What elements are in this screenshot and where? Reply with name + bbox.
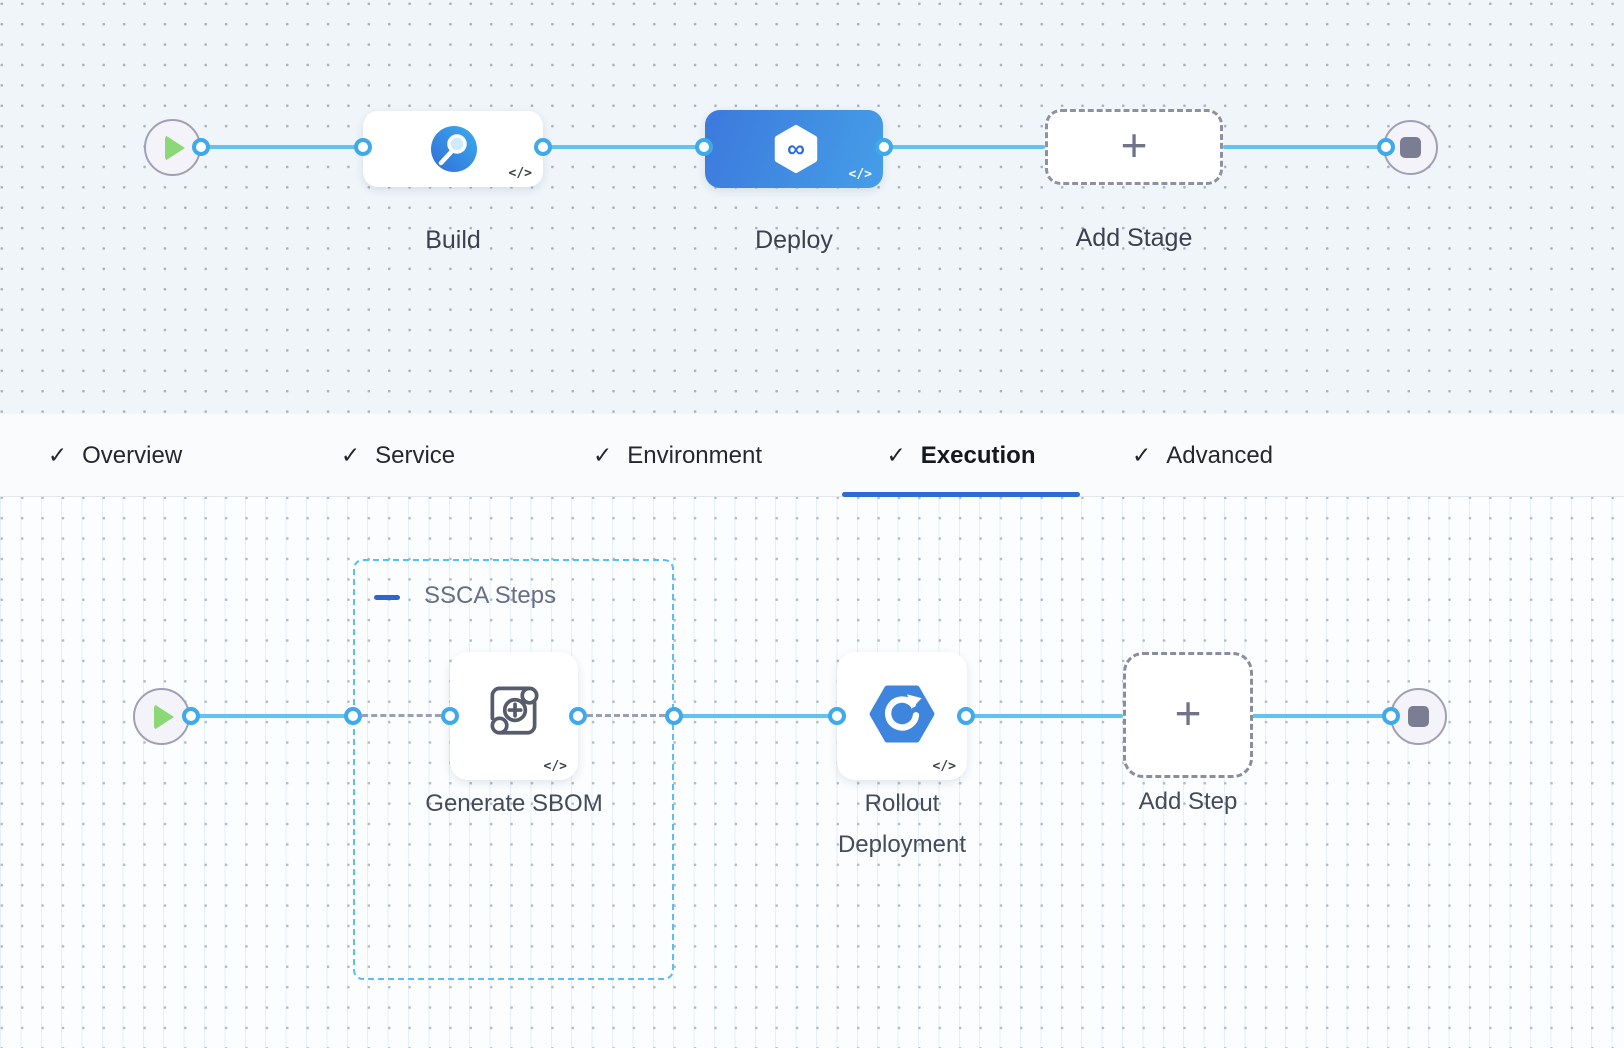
step-label-rollout-deployment: Rollout Deployment xyxy=(837,790,967,858)
plus-icon: + xyxy=(1120,119,1148,171)
connector-line xyxy=(966,714,1123,718)
stage-node-build[interactable]: </> xyxy=(363,111,543,187)
group-label: SSCA Steps xyxy=(424,582,557,609)
code-icon: </> xyxy=(543,759,567,774)
stage-label-deploy: Deploy xyxy=(755,226,833,254)
step-node-generate-sbom[interactable]: </> xyxy=(450,652,578,780)
connector-line xyxy=(543,145,703,149)
cd-deploy-icon: ∞ xyxy=(772,125,820,178)
tab-service[interactable]: ✓ Service xyxy=(313,414,483,497)
check-icon: ✓ xyxy=(886,442,906,468)
play-icon xyxy=(154,703,174,730)
connector-port[interactable] xyxy=(695,138,713,156)
connector-line xyxy=(1252,714,1391,718)
stop-icon xyxy=(1408,706,1429,727)
connector-port[interactable] xyxy=(354,138,372,156)
stage-config-tabbar: ✓ Overview ✓ Service ✓ Environment ✓ Exe… xyxy=(0,414,1624,497)
tab-execution[interactable]: ✓ Execution xyxy=(842,414,1080,497)
add-step-button[interactable]: + xyxy=(1123,652,1253,778)
code-icon: </> xyxy=(848,167,872,182)
step-group-ssca: SSCA Steps xyxy=(353,559,674,980)
stage-pipeline-canvas: </> ∞ </> + Build Deploy Add Stage xyxy=(0,0,1624,414)
execution-steps-canvas: SSCA Steps </> xyxy=(0,497,1624,1048)
tab-environment[interactable]: ✓ Environment xyxy=(570,414,785,497)
connector-port[interactable] xyxy=(182,707,200,725)
tab-advanced[interactable]: ✓ Advanced xyxy=(1100,414,1305,497)
tab-overview[interactable]: ✓ Overview xyxy=(20,414,210,497)
tab-label: Advanced xyxy=(1166,441,1274,469)
connector-port[interactable] xyxy=(344,707,362,725)
connector-line xyxy=(884,145,1045,149)
tab-label: Execution xyxy=(920,441,1036,469)
code-icon: </> xyxy=(932,759,956,774)
connector-port[interactable] xyxy=(569,707,587,725)
connector-line-dashed xyxy=(353,714,450,717)
connector-line xyxy=(201,145,363,149)
connector-port[interactable] xyxy=(875,138,893,156)
step-node-rollout-deployment[interactable]: </> xyxy=(837,652,967,780)
play-icon xyxy=(165,134,185,161)
connector-line-dashed xyxy=(578,714,674,717)
connector-port[interactable] xyxy=(957,707,975,725)
check-icon: ✓ xyxy=(340,442,361,468)
stop-icon xyxy=(1400,137,1421,158)
tab-label: Service xyxy=(375,441,456,469)
sbom-scroll-icon xyxy=(481,675,547,746)
rollout-icon xyxy=(869,681,935,752)
check-icon: ✓ xyxy=(47,442,68,468)
connector-line xyxy=(191,714,353,718)
pipeline-end-node xyxy=(1383,120,1438,175)
add-stage-button[interactable]: + xyxy=(1045,109,1223,185)
connector-port[interactable] xyxy=(665,707,683,725)
infinity-glyph: ∞ xyxy=(787,135,805,163)
plus-icon: + xyxy=(1174,687,1202,739)
active-tab-underline xyxy=(842,492,1080,497)
connector-line xyxy=(1223,145,1386,149)
tab-label: Environment xyxy=(627,441,762,469)
step-label-generate-sbom: Generate SBOM xyxy=(425,790,603,817)
tab-label: Overview xyxy=(82,441,183,469)
connector-port[interactable] xyxy=(1377,138,1395,156)
check-icon: ✓ xyxy=(1131,442,1152,468)
ci-build-icon xyxy=(429,124,479,179)
stage-label-add-stage: Add Stage xyxy=(1075,224,1193,252)
execution-start-node xyxy=(133,688,190,745)
check-icon: ✓ xyxy=(592,442,613,468)
step-label-add-step: Add Step xyxy=(1138,788,1238,815)
connector-port[interactable] xyxy=(1382,707,1400,725)
connector-port[interactable] xyxy=(192,138,210,156)
connector-port[interactable] xyxy=(441,707,459,725)
connector-port[interactable] xyxy=(828,707,846,725)
stage-label-build: Build xyxy=(425,226,481,254)
connector-line xyxy=(674,714,837,718)
connector-port[interactable] xyxy=(534,138,552,156)
code-icon: </> xyxy=(508,166,532,181)
pipeline-start-node xyxy=(144,119,201,176)
stage-node-deploy[interactable]: ∞ </> xyxy=(705,110,883,188)
collapse-group-icon[interactable] xyxy=(374,595,400,600)
